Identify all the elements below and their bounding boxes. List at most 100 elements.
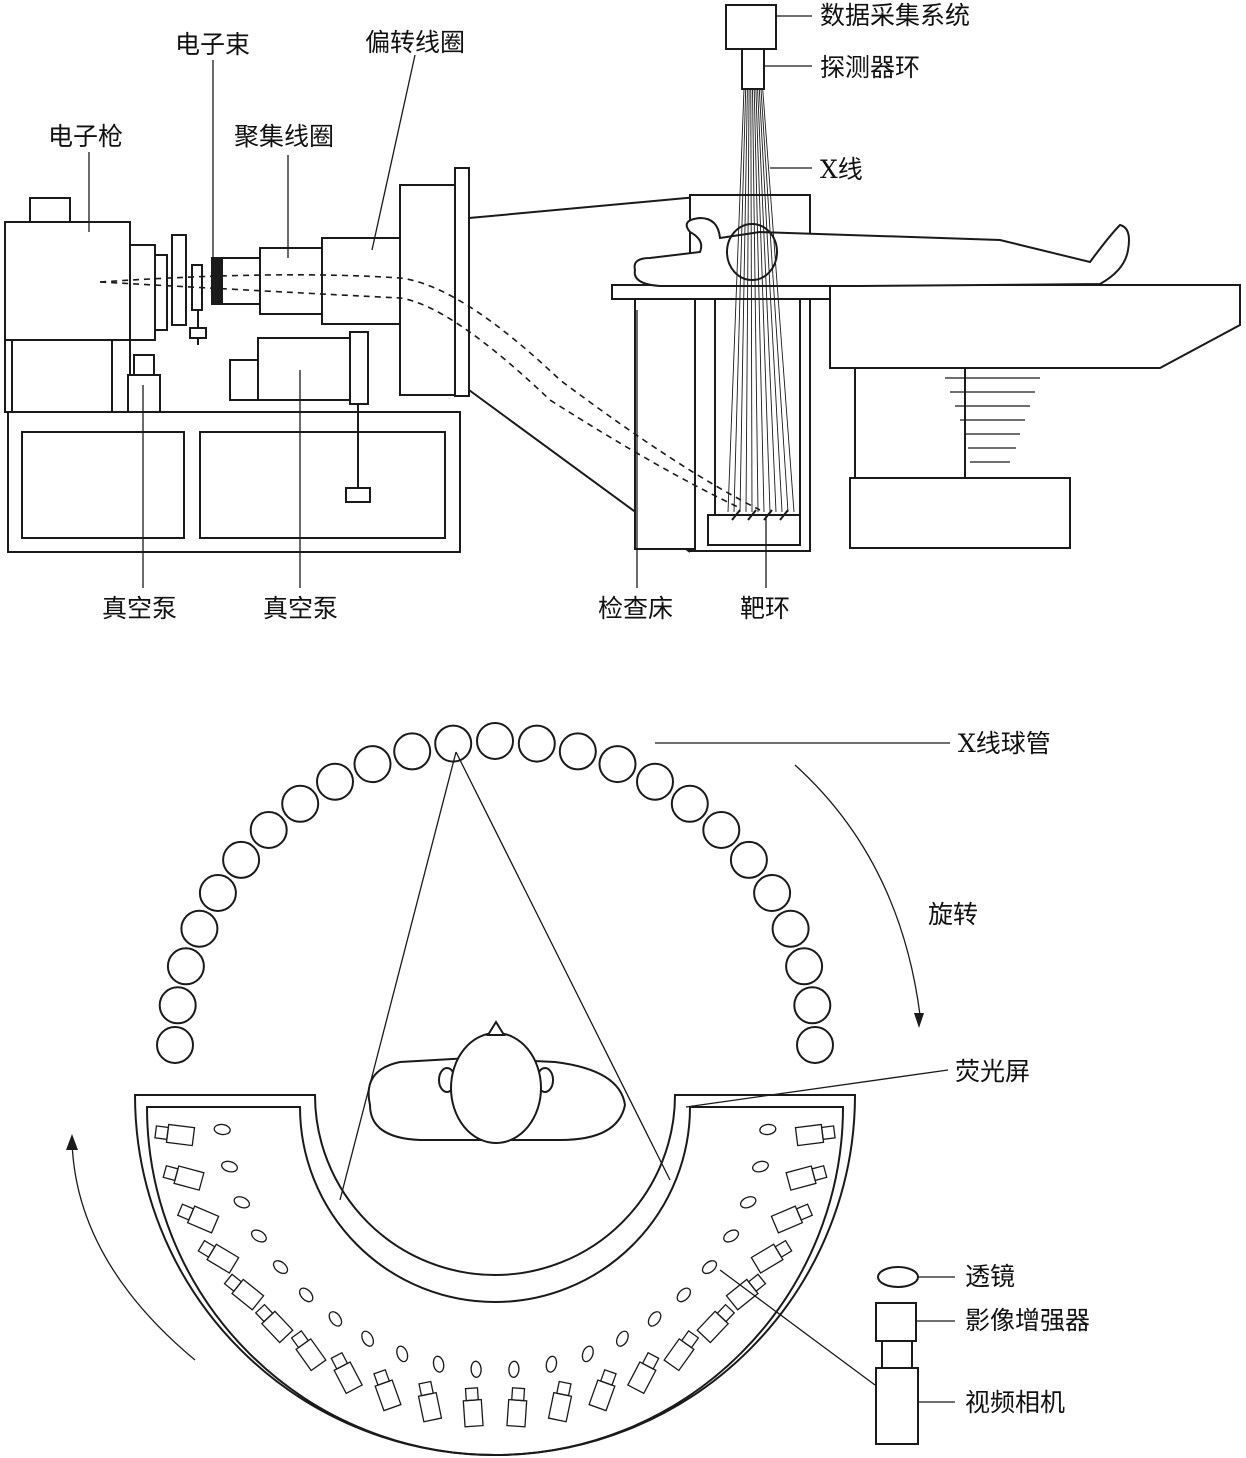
- table-slab: [829, 284, 1241, 369]
- detector-cell: [330, 1351, 364, 1395]
- detector-lens: [328, 1311, 343, 1327]
- vacuum-pump-1: [127, 374, 161, 413]
- x-ray-tube: [636, 762, 674, 801]
- label-video-camera: 视频相机: [965, 1388, 1066, 1417]
- x-ray-tube: [393, 732, 432, 771]
- rotation-arrow-right: [794, 764, 921, 1016]
- x-ray-line: [745, 88, 750, 513]
- detector-lens: [752, 1160, 769, 1173]
- label-fluorescent-screen: 荧光屏: [955, 1057, 1031, 1086]
- x-ray-tube: [316, 762, 354, 801]
- x-ray-tube: [729, 840, 768, 879]
- detector-cell: [725, 1273, 767, 1311]
- detector-cell: [154, 1123, 196, 1147]
- detector-lens: [615, 1330, 629, 1347]
- detector-cell: [162, 1164, 205, 1191]
- base-cabinet: [7, 411, 461, 553]
- x-ray-tube: [158, 986, 197, 1025]
- x-ray-line: [760, 88, 789, 513]
- x-ray-line: [758, 88, 783, 513]
- label-deflection-coil: 偏转线圈: [365, 28, 466, 57]
- scan-ellipse: [726, 223, 778, 281]
- x-ray-tube: [517, 724, 556, 763]
- x-ray-line: [752, 88, 759, 513]
- detector-cell: [417, 1380, 443, 1423]
- x-ray-line: [762, 88, 795, 513]
- x-ray-line: [755, 88, 771, 513]
- detector-cell: [506, 1387, 528, 1428]
- patient-head: [450, 1032, 542, 1144]
- lens-shape: [877, 1266, 919, 1288]
- x-ray-tube: [180, 909, 219, 948]
- detector-housing: [133, 1094, 857, 1456]
- detector-lens: [581, 1345, 594, 1363]
- detector-cell: [547, 1380, 573, 1423]
- video-camera-box: [875, 1367, 919, 1445]
- detector-lens: [676, 1287, 692, 1303]
- x-ray-line: [757, 88, 777, 513]
- label-vacuum-pump-2: 真空泵: [263, 594, 339, 623]
- x-ray-tube: [771, 909, 810, 948]
- x-ray-tube: [753, 874, 792, 912]
- x-ray-tube: [434, 724, 473, 763]
- detector-lens: [396, 1345, 409, 1363]
- x-ray-tube: [222, 840, 261, 879]
- detector-cell: [223, 1273, 265, 1311]
- image-intensifier-box: [875, 1302, 917, 1342]
- label-vacuum-pump-1: 真空泵: [102, 594, 178, 623]
- daq-box: [725, 4, 777, 50]
- x-ray-tube: [476, 722, 514, 760]
- label-target-ring: 靶环: [740, 594, 791, 623]
- detector-lens: [723, 1229, 740, 1243]
- detector-lens: [508, 1360, 520, 1378]
- x-ray-tube: [793, 986, 832, 1025]
- x-ray-tube: [166, 947, 205, 986]
- detector-cell: [785, 1164, 828, 1191]
- detector-lens: [298, 1287, 314, 1303]
- detector-lens: [701, 1260, 718, 1275]
- detector-lens: [739, 1196, 757, 1209]
- beam-path-1: [99, 274, 761, 511]
- detector-lens: [759, 1123, 777, 1136]
- x-ray-tube: [785, 947, 824, 986]
- detector-lens: [221, 1160, 238, 1173]
- detector-cell: [663, 1329, 700, 1372]
- x-ray-tube: [281, 784, 320, 823]
- detector-lens: [272, 1260, 289, 1275]
- table-base: [849, 477, 1071, 549]
- base-panel-left: [21, 431, 185, 539]
- detector-cell: [588, 1368, 617, 1412]
- gantry-flange: [454, 167, 470, 397]
- x-ray-line: [727, 88, 745, 513]
- x-ray-tube: [670, 784, 709, 823]
- label-detector-ring: 探测器环: [820, 53, 921, 82]
- detector-lens: [470, 1360, 482, 1378]
- electron-gun-lower: [11, 339, 113, 413]
- x-ray-tube: [598, 745, 637, 784]
- detector-lens: [432, 1355, 445, 1373]
- label-lens: 透镜: [965, 1262, 1016, 1291]
- x-ray-line: [753, 88, 765, 513]
- detector-cell: [794, 1123, 836, 1147]
- x-ray-tube: [353, 745, 392, 784]
- deflection-coil: [321, 237, 401, 325]
- detector-lens: [233, 1196, 251, 1209]
- fluorescent-screen: [145, 1106, 845, 1456]
- detector-cell: [197, 1239, 240, 1274]
- detector-cell: [176, 1203, 220, 1234]
- label-exam-table: 检查床: [598, 594, 674, 623]
- label-image-intensifier: 影像增强器: [965, 1306, 1091, 1335]
- x-ray-tube: [702, 811, 741, 849]
- detector-cell: [626, 1351, 660, 1395]
- detector-lens: [647, 1311, 662, 1327]
- detector-cell: [750, 1239, 793, 1274]
- detector-cell: [254, 1303, 294, 1344]
- detector-lens: [545, 1355, 558, 1373]
- x-ray-tube: [796, 1026, 834, 1064]
- detector-cell: [462, 1387, 484, 1428]
- x-ray-tube: [558, 732, 597, 771]
- focus-coil: [259, 247, 323, 315]
- detector-lens: [361, 1330, 375, 1347]
